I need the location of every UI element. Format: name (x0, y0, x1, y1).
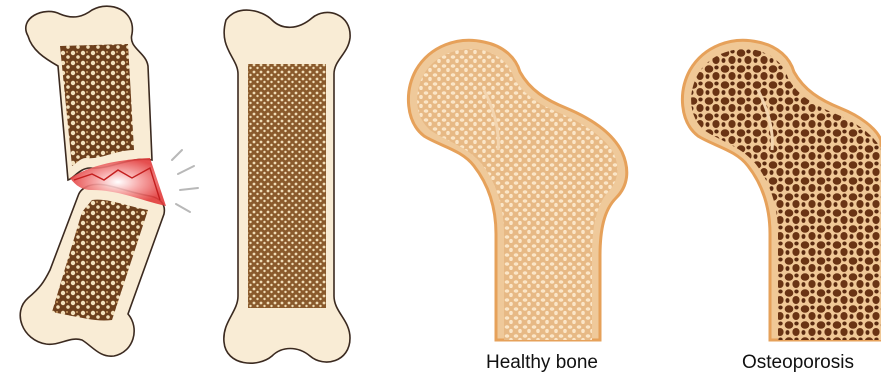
intact-bone-marrow (248, 64, 326, 308)
fractured-bone-upper-marrow (60, 44, 134, 166)
healthy-femur-porous-bone (417, 49, 617, 340)
healthy-bone-label: Healthy bone (486, 352, 598, 374)
osteoporosis-label: Osteoporosis (742, 352, 854, 374)
osteoporosis-femur-illustration (682, 40, 881, 340)
fractured-bone-illustration (20, 6, 198, 356)
healthy-femur-illustration (408, 40, 626, 340)
osteoporosis-femur-porous-bone (691, 49, 881, 340)
intact-bone-illustration (224, 10, 350, 363)
fracture-impact-lines (172, 150, 198, 212)
